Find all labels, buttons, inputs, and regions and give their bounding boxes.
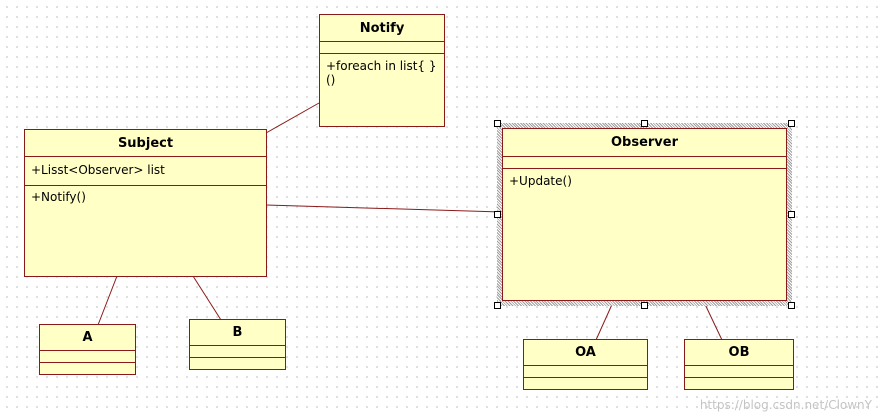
resize-handle-top[interactable] xyxy=(641,120,648,127)
class-notify-attributes xyxy=(320,42,444,54)
class-a-attributes xyxy=(40,351,135,363)
watermark-text: https://blog.csdn.net/ClownY xyxy=(699,398,872,412)
class-notify[interactable]: Notify +foreach in list{ }() xyxy=(319,14,445,127)
resize-handle-right[interactable] xyxy=(788,211,795,218)
class-ob-attributes xyxy=(685,366,793,378)
class-b-name: B xyxy=(190,320,285,346)
resize-handle-bottom[interactable] xyxy=(641,302,648,309)
class-ob[interactable]: OB xyxy=(684,339,794,390)
class-notify-operations: +foreach in list{ }() xyxy=(326,59,437,87)
class-observer-operations: +Update() xyxy=(509,174,572,188)
class-oa-name: OA xyxy=(524,340,647,366)
class-observer[interactable]: Observer +Update() xyxy=(502,128,787,301)
resize-handle-top-right[interactable] xyxy=(788,120,795,127)
class-notify-name: Notify xyxy=(320,15,444,42)
link-subject-b[interactable] xyxy=(192,275,222,321)
link-subject-notify[interactable] xyxy=(265,102,320,134)
class-subject-operations: +Notify() xyxy=(31,190,86,204)
resize-handle-left[interactable] xyxy=(494,211,501,218)
class-subject[interactable]: Subject +Lisst<Observer> list +Notify() xyxy=(24,129,267,277)
class-oa[interactable]: OA xyxy=(523,339,648,390)
link-observer-oa[interactable] xyxy=(595,299,615,341)
class-subject-name: Subject xyxy=(25,130,266,157)
resize-handle-top-left[interactable] xyxy=(494,120,501,127)
class-subject-attributes: +Lisst<Observer> list xyxy=(25,157,266,186)
class-b-attributes xyxy=(190,346,285,358)
class-a[interactable]: A xyxy=(39,324,136,375)
class-observer-attributes xyxy=(503,157,786,169)
class-observer-name: Observer xyxy=(503,129,786,157)
link-subject-a[interactable] xyxy=(97,275,118,326)
class-a-name: A xyxy=(40,325,135,351)
resize-handle-bottom-right[interactable] xyxy=(788,302,795,309)
class-b[interactable]: B xyxy=(189,319,286,370)
class-ob-name: OB xyxy=(685,340,793,366)
class-oa-attributes xyxy=(524,366,647,378)
resize-handle-bottom-left[interactable] xyxy=(494,302,501,309)
link-subject-observer[interactable] xyxy=(265,204,503,213)
link-observer-ob[interactable] xyxy=(702,299,723,341)
